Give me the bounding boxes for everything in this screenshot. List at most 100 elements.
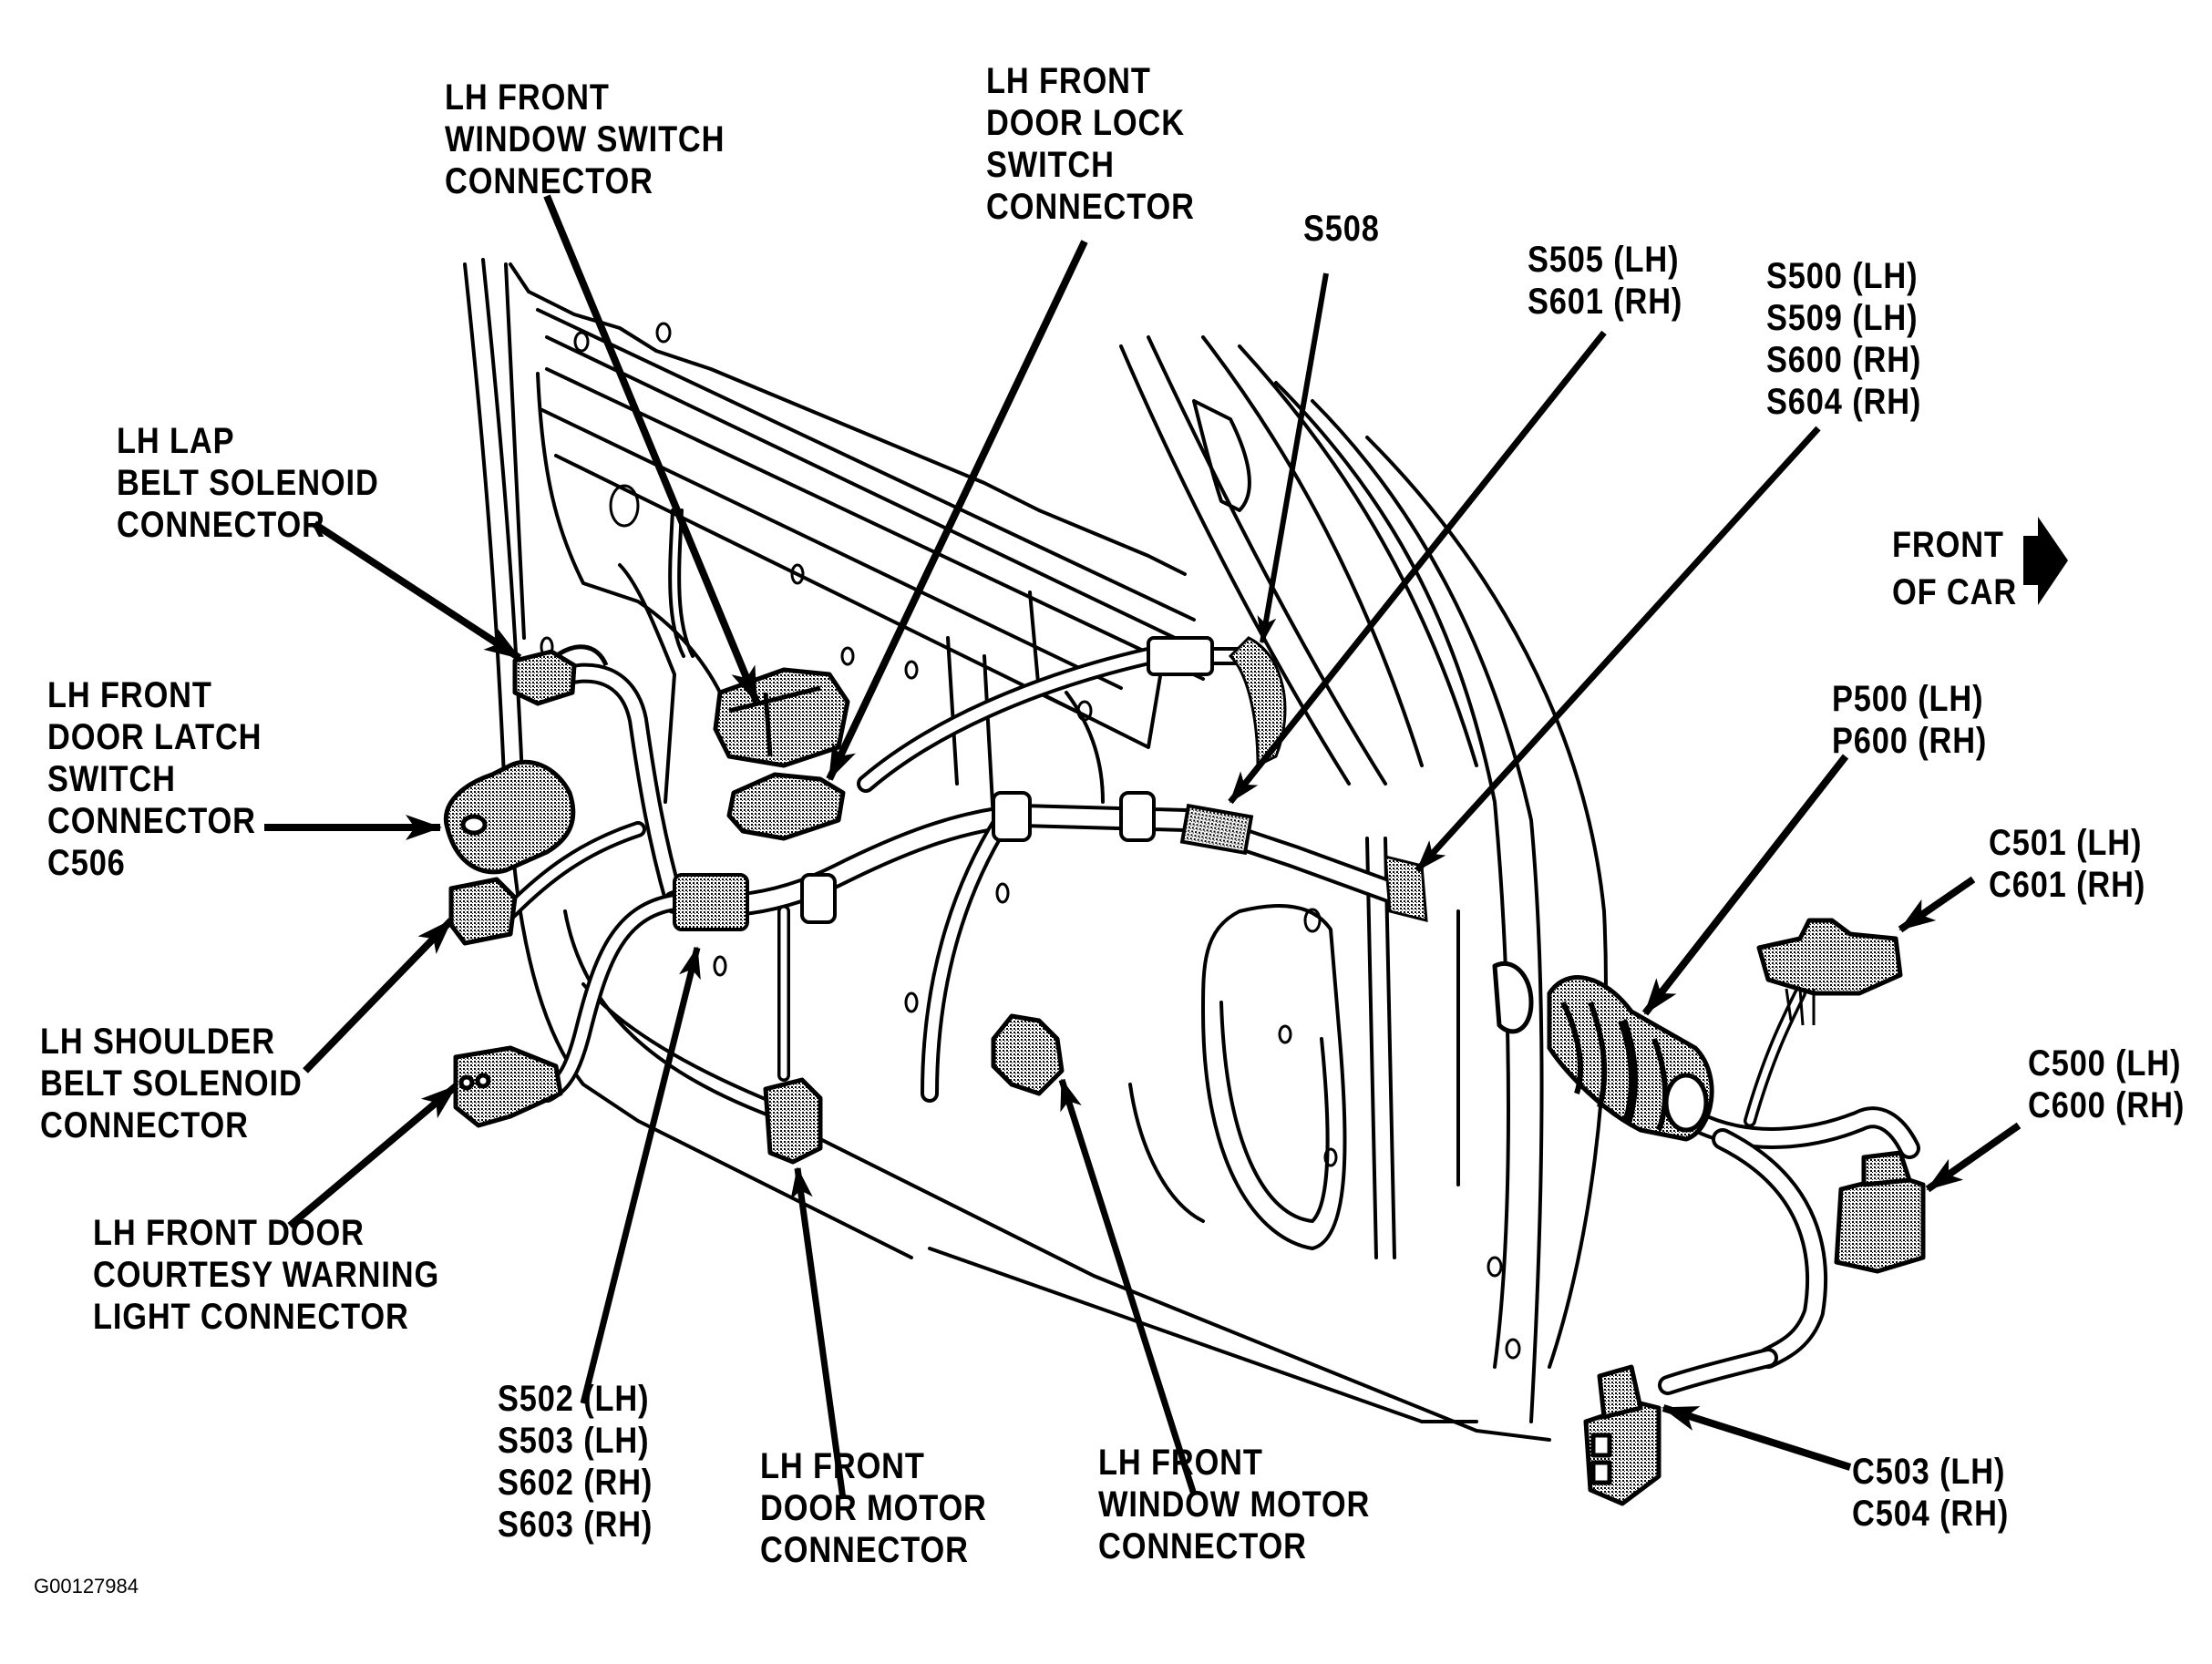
label-s500-s509-s600-s604: S500 (LH) S509 (LH) S600 (RH) S604 (RH)	[1766, 255, 1921, 423]
label-line: LH FRONT	[986, 61, 1151, 101]
label-line: S603 (RH)	[498, 1505, 653, 1545]
label-line: S508	[1303, 209, 1380, 249]
label-line: SWITCH	[986, 145, 1115, 185]
label-line: C600 (RH)	[2028, 1085, 2186, 1125]
harness-clips	[673, 636, 1214, 931]
label-c501-c601: C501 (LH) C601 (RH)	[1989, 822, 2145, 906]
arrow-window-motor	[1058, 1078, 1198, 1496]
window-switch-connector	[713, 667, 850, 768]
arrow-c503	[1662, 1404, 1852, 1471]
label-line: WINDOW MOTOR	[1098, 1484, 1371, 1525]
arrow-lap-belt	[312, 520, 522, 662]
door-lock-switch-connector	[726, 772, 846, 841]
label-c500-c600: C500 (LH) C600 (RH)	[2028, 1043, 2185, 1126]
label-p500-p600: P500 (LH) P600 (RH)	[1832, 678, 1987, 762]
label-line: WINDOW SWITCH	[445, 119, 725, 159]
arrow-courtesy-light	[287, 1083, 458, 1229]
leader-arrows	[264, 194, 2022, 1500]
label-line: S509 (LH)	[1766, 298, 1919, 338]
label-line: COURTESY WARNING	[93, 1255, 440, 1295]
rear-clip	[1492, 961, 1534, 1034]
arrow-s505	[1228, 330, 1607, 805]
grommet-p500	[1547, 975, 1714, 1142]
label-line: CONNECTOR	[1098, 1526, 1307, 1566]
label-line: BELT SOLENOID	[117, 463, 379, 503]
door-holes	[540, 322, 1521, 1360]
arrow-c500	[1925, 1122, 2022, 1193]
c501-connector	[1756, 918, 1903, 1026]
arrow-p500	[1641, 754, 1849, 1016]
arrow-door-motor	[790, 1166, 847, 1500]
label-line: DOOR MOTOR	[760, 1488, 987, 1528]
arrow-s508	[1257, 272, 1329, 644]
label-line: CONNECTOR	[986, 187, 1195, 227]
label-line: BELT SOLENOID	[40, 1063, 303, 1104]
label-window-switch-connector: LH FRONT WINDOW SWITCH CONNECTOR	[445, 77, 725, 202]
label-line: S503 (LH)	[498, 1421, 650, 1461]
label-s505-s601: S505 (LH) S601 (RH)	[1528, 239, 1682, 323]
label-line: CONNECTOR	[117, 505, 325, 545]
label-line: LH FRONT	[760, 1446, 925, 1486]
label-line: LH FRONT	[445, 77, 610, 118]
arrow-window-switch	[543, 194, 760, 704]
label-s508: S508	[1303, 208, 1380, 250]
label-line: C506	[47, 843, 126, 883]
label-line: LH FRONT	[1098, 1443, 1263, 1483]
arrow-s500	[1415, 426, 1821, 873]
label-door-motor-connector: LH FRONT DOOR MOTOR CONNECTOR	[760, 1445, 987, 1571]
label-line: C601 (RH)	[1989, 865, 2146, 905]
label-line: SWITCH	[47, 759, 176, 799]
figure-id: G00127984	[34, 1575, 139, 1597]
label-line: P500 (LH)	[1832, 679, 1984, 719]
label-courtesy-warning-light-connector: LH FRONT DOOR COURTESY WARNING LIGHT CON…	[93, 1212, 439, 1338]
label-line: S600 (RH)	[1766, 340, 1922, 380]
label-line: CONNECTOR	[40, 1105, 249, 1145]
label-line: S601 (RH)	[1528, 282, 1683, 322]
label-line: C500 (LH)	[2028, 1043, 2182, 1084]
arrow-door-lock-switch	[826, 240, 1088, 781]
label-door-latch-switch-connector: LH FRONT DOOR LATCH SWITCH CONNECTOR C50…	[47, 674, 262, 884]
label-line: C503 (LH)	[1852, 1452, 2006, 1492]
label-line: LH SHOULDER	[40, 1022, 275, 1062]
door-motor-connector	[763, 1077, 823, 1165]
label-line: C501 (LH)	[1989, 823, 2143, 863]
wiring-harness	[502, 647, 1920, 1395]
label-s502-s503-s602-s603: S502 (LH) S503 (LH) S602 (RH) S603 (RH)	[498, 1378, 653, 1546]
label-line: CONNECTOR	[47, 801, 256, 841]
c500-connector	[1834, 1150, 1926, 1274]
label-line: LH FRONT	[47, 675, 212, 715]
splice-s505	[1179, 803, 1254, 856]
courtesy-light-connector	[453, 1045, 563, 1128]
label-line: FRONT	[1892, 525, 2004, 565]
label-door-lock-switch-connector: LH FRONT DOOR LOCK SWITCH CONNECTOR	[986, 60, 1195, 228]
label-c503-c504: C503 (LH) C504 (RH)	[1852, 1451, 2009, 1535]
label-line: S500 (LH)	[1766, 256, 1919, 296]
label-line: DOOR LOCK	[986, 103, 1185, 143]
label-line: LH FRONT DOOR	[93, 1213, 365, 1253]
splice-s500	[1384, 855, 1428, 922]
label-line: CONNECTOR	[760, 1530, 969, 1570]
door-panel	[463, 258, 1608, 1442]
label-line: DOOR LATCH	[47, 717, 262, 757]
label-line: LIGHT CONNECTOR	[93, 1297, 409, 1337]
arrow-right-icon	[2023, 517, 2068, 605]
arrow-c501	[1898, 876, 1976, 933]
label-line: LH LAP	[117, 421, 235, 461]
door-latch-connector	[443, 759, 576, 875]
label-lap-belt-solenoid-connector: LH LAP BELT SOLENOID CONNECTOR	[117, 420, 379, 546]
label-window-motor-connector: LH FRONT WINDOW MOTOR CONNECTOR	[1098, 1442, 1370, 1567]
label-line: S502 (LH)	[498, 1379, 650, 1419]
label-line: OF CAR	[1892, 572, 2018, 612]
lap-belt-connector	[512, 644, 609, 706]
label-line: S602 (RH)	[498, 1463, 653, 1503]
arrow-s502	[580, 946, 701, 1404]
shoulder-belt-connector	[448, 877, 518, 946]
label-shoulder-belt-solenoid-connector: LH SHOULDER BELT SOLENOID CONNECTOR	[40, 1021, 303, 1146]
label-line: P600 (RH)	[1832, 721, 1988, 761]
c503-connector	[1583, 1364, 1662, 1506]
label-line: S505 (LH)	[1528, 240, 1680, 280]
arrow-shoulder-belt	[303, 918, 454, 1073]
label-line: C504 (RH)	[1852, 1494, 2010, 1534]
label-line: CONNECTOR	[445, 161, 653, 201]
